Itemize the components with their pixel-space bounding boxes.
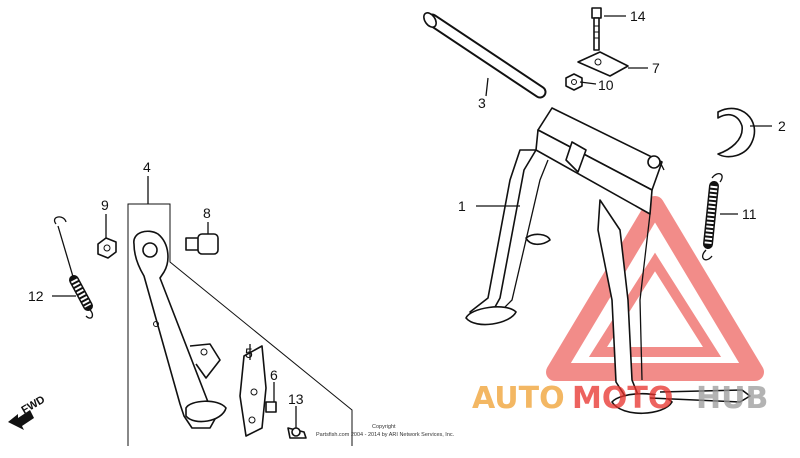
part-12-spring [53,216,94,319]
part-14-bolt [591,7,602,51]
watermark-text-auto: AUTO [472,381,565,416]
part-11-spring [702,173,723,261]
leader-lines [52,15,772,428]
watermark-logo [546,196,764,381]
copyright-line-2: Partsfish.com 2004 - 2014 by ARI Network… [316,432,455,438]
callout-10: 10 [598,77,614,93]
part-7-plate [577,51,629,77]
callout-13: 13 [288,391,304,407]
callout-6: 6 [270,367,278,383]
fwd-arrow-icon: FWD [8,394,47,430]
callout-11: 11 [742,206,757,222]
part-1-main-stand [465,107,751,414]
copyright-notice: Copyright Partsfish.com 2004 - 2014 by A… [316,424,455,438]
fwd-label: FWD [20,394,48,417]
callout-4: 4 [143,159,151,175]
part-5-pad [239,345,267,437]
part-9-nut [97,237,117,259]
watermark-text: AUTO MOTO HUB [472,381,768,416]
part-4-sidestand [133,230,227,429]
callout-3: 3 [478,95,486,111]
watermark-text-hub: HUB [696,381,768,416]
callout-2: 2 [778,118,786,134]
callout-7: 7 [652,60,660,76]
part-8-pivot-bolt [185,233,219,255]
watermark-text-moto: MOTO [572,381,673,416]
part-4-sidestand-box [127,203,353,446]
part-13-bolt [287,427,307,439]
callout-1: 1 [458,198,466,214]
part-10-nut [565,73,583,91]
callout-8: 8 [203,205,211,221]
callout-numbers: 1 2 3 4 5 6 7 8 9 10 11 12 13 14 [28,8,786,407]
part-6-collar [265,401,277,413]
callout-12: 12 [28,288,44,304]
callout-14: 14 [630,8,646,24]
part-3-shaft [423,12,547,99]
callout-9: 9 [101,197,109,213]
part-2-clip [717,107,756,158]
callout-5: 5 [245,345,253,361]
copyright-line-1: Copyright [372,424,396,430]
